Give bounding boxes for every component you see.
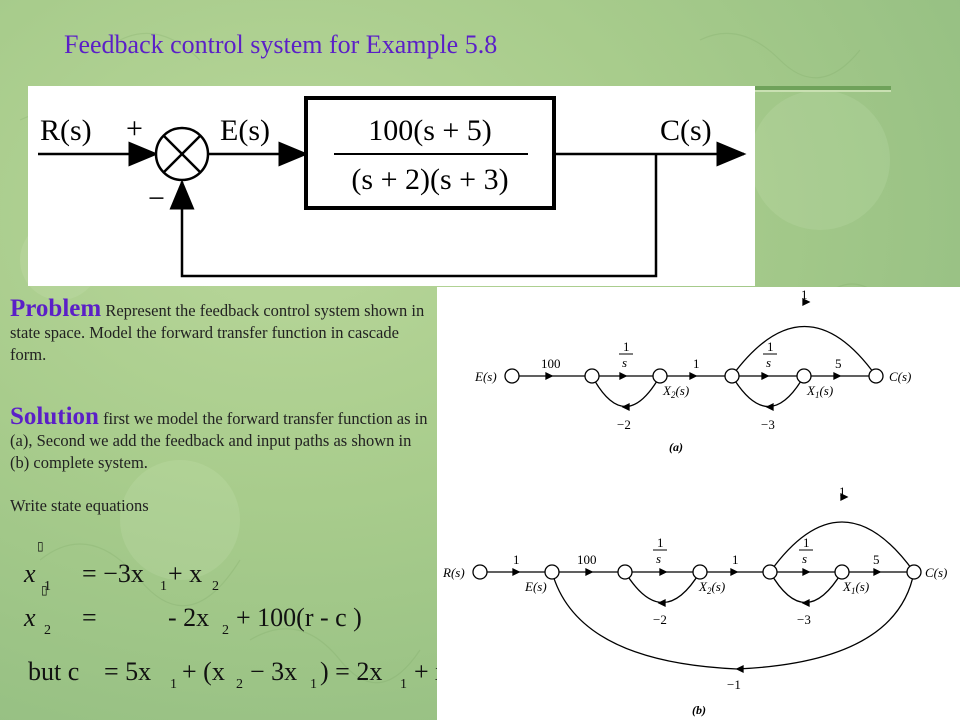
svg-text:1: 1 — [513, 552, 520, 567]
graph-a-state1: X1(s) — [806, 383, 833, 400]
eq2-rhs: - 2x — [168, 603, 209, 632]
solution-body: first we model the forward transfer func… — [10, 409, 428, 472]
svg-text:1: 1 — [623, 339, 630, 354]
graph-a-output: C(s) — [889, 369, 911, 384]
feedback-path — [169, 154, 658, 278]
svg-text:5: 5 — [835, 356, 842, 371]
eq1-rhs: = −3x — [82, 559, 144, 588]
graph-a-state2: X2(s) — [662, 383, 689, 400]
graph-b-state1: X1(s) — [842, 579, 869, 596]
state-equations: ▯ x 1 = −3x 1 + x 2 ▯ x 2 = - 2x 2 + 100… — [23, 539, 467, 692]
svg-text:−3: −3 — [761, 417, 775, 432]
svg-text:1: 1 — [732, 552, 739, 567]
svg-text:s: s — [622, 355, 627, 370]
graph-a-nodes — [504, 368, 884, 384]
svg-text:2: 2 — [212, 579, 219, 594]
problem-body: Represent the feedback control system sh… — [10, 301, 425, 364]
svg-text:100: 100 — [541, 356, 561, 371]
svg-text:−2: −2 — [617, 417, 631, 432]
svg-text:5: 5 — [873, 552, 880, 567]
graph-b-output: C(s) — [925, 565, 947, 580]
slide-title: Feedback control system for Example 5.8 — [64, 30, 498, 59]
svg-text:1: 1 — [170, 677, 177, 692]
svg-text:+ 100(r - c ): + 100(r - c ) — [236, 603, 362, 632]
svg-text:−1: −1 — [727, 677, 741, 692]
tf-numerator: 100(s + 5) — [368, 114, 492, 147]
solution-heading: Solution — [10, 403, 99, 430]
svg-text:2: 2 — [236, 677, 243, 692]
eq2-lhs: x — [23, 603, 36, 632]
svg-text:−3: −3 — [797, 612, 811, 627]
problem-text: Problem Represent the feedback control s… — [10, 295, 430, 366]
svg-text:− 3x: − 3x — [250, 657, 297, 686]
svg-text:1: 1 — [801, 287, 808, 302]
svg-text:1: 1 — [657, 535, 664, 550]
svg-text:1: 1 — [400, 677, 407, 692]
svg-text:−2: −2 — [653, 612, 667, 627]
eq1-lhs: x — [23, 559, 36, 588]
plus-sign: + — [126, 112, 143, 145]
svg-text:1: 1 — [767, 339, 774, 354]
error-label: E(s) — [220, 114, 270, 147]
svg-text:s: s — [656, 551, 661, 566]
svg-text:) = 2x: ) = 2x — [320, 657, 382, 686]
graph-b-input: R(s) — [442, 565, 465, 580]
svg-text:=: = — [82, 603, 97, 632]
svg-text:100: 100 — [577, 552, 597, 567]
svg-text:1: 1 — [693, 356, 700, 371]
input-label: R(s) — [40, 114, 92, 147]
svg-text:2: 2 — [44, 623, 51, 638]
summing-junction — [154, 126, 210, 182]
tf-denominator: (s + 2)(s + 3) — [351, 163, 508, 196]
solution-text: Solution first we model the forward tran… — [10, 403, 430, 474]
problem-heading: Problem — [10, 295, 102, 322]
eq1-dot: ▯ — [37, 539, 44, 553]
block-diagram: R(s) + − E(s) 100(s + 5) (s + 2)(s + 3) … — [38, 96, 747, 278]
graph-a-caption: (a) — [669, 440, 683, 454]
eq3-but-c: but c — [28, 657, 79, 686]
write-state-equations-label: Write state equations — [10, 496, 149, 515]
graph-a — [517, 297, 877, 412]
svg-text:1: 1 — [839, 484, 846, 499]
svg-text:= 5x: = 5x — [104, 657, 151, 686]
output-label: C(s) — [660, 114, 712, 147]
svg-text:+ x: + x — [168, 559, 202, 588]
svg-text:1: 1 — [310, 677, 317, 692]
eq2-dot: ▯ — [41, 583, 48, 597]
signal-flow-graphs: E(s) 100 1 s 1 1 s 5 1 X2(s) X1(s) C(s) … — [442, 287, 947, 717]
svg-text:1: 1 — [803, 535, 810, 550]
graph-b-error: E(s) — [524, 579, 547, 594]
svg-text:2: 2 — [222, 623, 229, 638]
block-diagram-panel: R(s) + − E(s) 100(s + 5) (s + 2)(s + 3) … — [28, 86, 755, 286]
svg-text:s: s — [802, 551, 807, 566]
svg-text:s: s — [766, 355, 771, 370]
graph-b-nodes — [472, 564, 922, 580]
graph-b-caption: (b) — [692, 703, 706, 717]
signal-flow-panel: E(s) 100 1 s 1 1 s 5 1 X2(s) X1(s) C(s) … — [437, 287, 960, 720]
graph-a-input: E(s) — [474, 369, 497, 384]
graph-b-state2: X2(s) — [698, 579, 725, 596]
minus-sign: − — [148, 182, 165, 215]
svg-text:1: 1 — [160, 579, 167, 594]
svg-text:1: 1 — [44, 579, 51, 594]
graph-b — [485, 492, 915, 674]
svg-text:+ (x: + (x — [182, 657, 225, 686]
